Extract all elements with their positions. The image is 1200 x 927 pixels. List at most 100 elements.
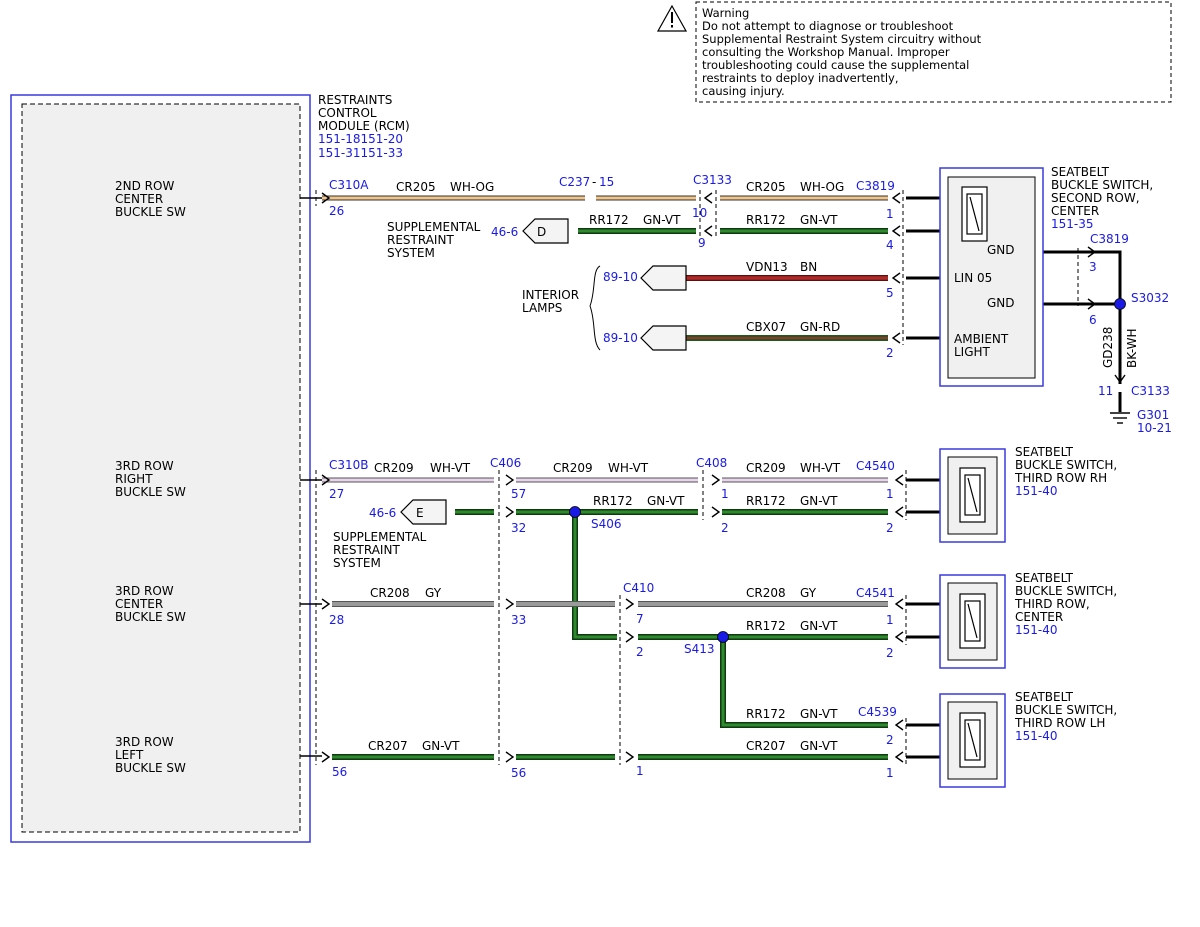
wire-circuit-label: CR205	[396, 180, 436, 194]
wire-circuit-label: RR172	[746, 494, 786, 508]
switch-second-row: GND LIN 05 GND AMBIENT LIGHT SEATBELT BU…	[939, 165, 1153, 387]
pin-number: 1	[886, 766, 894, 780]
svg-text:GND: GND	[987, 243, 1015, 257]
svg-text:BUCKLE SW: BUCKLE SW	[115, 485, 186, 499]
pin-number: 2	[886, 346, 894, 360]
pin-number: 3	[1089, 260, 1097, 274]
warning-title: Warning	[702, 6, 749, 20]
wire-color-label: WH-VT	[608, 461, 649, 475]
connector-label: C3819	[856, 179, 895, 193]
rcm-module	[10, 94, 311, 843]
wire-color-label: GN-VT	[800, 739, 838, 753]
wire-color-label: WH-OG	[450, 180, 494, 194]
rcm-pin-label: 2ND ROW	[115, 179, 174, 193]
svg-text:SYSTEM: SYSTEM	[387, 246, 435, 260]
svg-text:LAMPS: LAMPS	[522, 301, 562, 315]
wire-color-label: BN	[800, 260, 817, 274]
svg-text:SECOND ROW,: SECOND ROW,	[1051, 191, 1140, 205]
wire-rr172-mid	[455, 509, 888, 728]
svg-text:151-40: 151-40	[1015, 484, 1058, 498]
wire-color-label: GN-VT	[647, 494, 685, 508]
warning-line: troubleshooting could cause the suppleme…	[702, 58, 969, 72]
wire-circuit-label: RR172	[589, 213, 629, 227]
ground-name: G301	[1137, 408, 1169, 422]
warning-line: restraints to deploy inadvertently,	[702, 71, 899, 85]
connector-label: C3133	[693, 173, 732, 187]
rcm-pin-label: 3RD ROW	[115, 459, 174, 473]
splice-dots	[569, 298, 1126, 643]
connector-label: C4541	[856, 586, 895, 600]
ground-symbol-icon	[1110, 412, 1130, 424]
pin-number: 1	[886, 613, 894, 627]
rcm-pin-stubs	[300, 197, 322, 757]
svg-text:46-6: 46-6	[369, 506, 396, 520]
warning-triangle-icon	[656, 4, 688, 32]
svg-text:SEATBELT: SEATBELT	[1015, 690, 1074, 704]
svg-text:E: E	[416, 506, 424, 520]
splice-label: S413	[684, 642, 715, 656]
pin-numbers: 26 10 1 9 4 5 2 3 6 11 27 57 1 1 32 2 2 …	[329, 204, 1113, 780]
svg-text:THIRD ROW LH: THIRD ROW LH	[1014, 716, 1105, 730]
svg-text:GND: GND	[987, 296, 1015, 310]
splice-s406	[569, 506, 581, 518]
svg-text:89-10: 89-10	[603, 270, 638, 284]
connector-label: C410	[623, 581, 654, 595]
svg-text:BUCKLE SW: BUCKLE SW	[115, 610, 186, 624]
rcm-title: RESTRAINTS CONTROL MODULE (RCM) 151-1815…	[318, 93, 410, 160]
warning-box: Warning Do not attempt to diagnose or tr…	[656, 1, 1172, 103]
svg-text:BUCKLE SWITCH,: BUCKLE SWITCH,	[1015, 703, 1117, 717]
switch-third-row-lh: SEATBELT BUCKLE SWITCH, THIRD ROW LH 151…	[939, 690, 1117, 788]
connector-label: C4540	[856, 459, 895, 473]
wire-circuit-label: CR209	[746, 461, 786, 475]
pin-number: 1	[886, 207, 894, 221]
wire-circuit-label: GD238	[1101, 327, 1115, 368]
rcm-pin-label: 3RD ROW	[115, 584, 174, 598]
connector-label: C408	[696, 456, 727, 470]
rcm-ref: 151-31151-33	[318, 146, 403, 160]
wire-color-label: GY	[800, 586, 817, 600]
wire-color-label: BK-WH	[1125, 328, 1139, 368]
pin-number: 2	[886, 646, 894, 660]
wire-circuit-label: CBX07	[746, 320, 786, 334]
pin-number: 6	[1089, 313, 1097, 327]
svg-text:CENTER: CENTER	[1015, 610, 1063, 624]
svg-text:AMBIENT: AMBIENT	[954, 332, 1009, 346]
svg-text:CENTER: CENTER	[115, 192, 163, 206]
pin-number: 32	[511, 521, 526, 535]
wire-circuit-label: CR207	[746, 739, 786, 753]
wire-color-label: GN-VT	[800, 619, 838, 633]
wire-circuit-label: RR172	[746, 213, 786, 227]
wire-color-label: GN-VT	[800, 213, 838, 227]
wires	[322, 195, 1122, 760]
pin-number: 1	[886, 487, 894, 501]
svg-text:MODULE (RCM): MODULE (RCM)	[318, 119, 410, 133]
svg-text:151-40: 151-40	[1015, 729, 1058, 743]
rcm-ref: 151-18151-20	[318, 132, 403, 146]
svg-text:LIGHT: LIGHT	[954, 345, 991, 359]
pin-number: 11	[1098, 384, 1113, 398]
wire-color-label: WH-VT	[800, 461, 841, 475]
pin-number: 56	[332, 765, 347, 779]
pin-number: 33	[511, 613, 526, 627]
svg-text:THIRD ROW,: THIRD ROW,	[1014, 597, 1090, 611]
pin-number: 9	[698, 236, 706, 250]
svg-text:THIRD ROW RH: THIRD ROW RH	[1014, 471, 1107, 485]
svg-text:RESTRAINT: RESTRAINT	[387, 233, 454, 247]
wire-circuit-label: CR207	[368, 739, 408, 753]
svg-text:CENTER: CENTER	[1051, 204, 1099, 218]
pin-number: 56	[511, 766, 526, 780]
pin-number: 7	[636, 612, 644, 626]
splice-label: S406	[591, 517, 622, 531]
svg-text:BUCKLE SWITCH,: BUCKLE SWITCH,	[1051, 178, 1153, 192]
svg-text:SEATBELT: SEATBELT	[1015, 445, 1074, 459]
svg-text:SEATBELT: SEATBELT	[1015, 571, 1074, 585]
connector-labels: C310A C237 - 15 C3133 C3819 C3819 C310B …	[329, 173, 1170, 719]
svg-text:LEFT: LEFT	[115, 748, 144, 762]
svg-text:INTERIOR: INTERIOR	[522, 288, 579, 302]
wire-color-label: GN-VT	[800, 707, 838, 721]
pin-number: 5	[886, 286, 894, 300]
svg-text:SUPPLEMENTAL: SUPPLEMENTAL	[387, 220, 481, 234]
svg-text:151-40: 151-40	[1015, 623, 1058, 637]
svg-text:SYSTEM: SYSTEM	[333, 556, 381, 570]
svg-text:SUPPLEMENTAL: SUPPLEMENTAL	[333, 530, 427, 544]
